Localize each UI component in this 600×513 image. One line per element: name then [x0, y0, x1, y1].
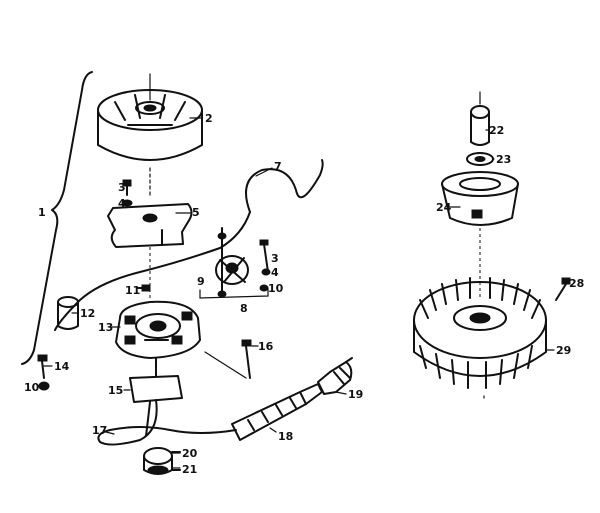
label-14: 14	[54, 360, 70, 373]
part-12-sleeve	[57, 296, 79, 330]
part-18-plug-boot	[231, 383, 323, 441]
part-4-washer-left	[121, 199, 133, 207]
label-28: 28	[569, 277, 584, 290]
label-13: 13	[98, 321, 113, 334]
label-4b: 4	[271, 266, 279, 279]
part-16-bolt	[204, 339, 252, 379]
label-7: 7	[274, 160, 282, 173]
part-4-washer-right	[261, 268, 271, 276]
part-15-coil	[129, 357, 183, 437]
group-1-bracket	[21, 71, 93, 365]
label-3a: 3	[118, 181, 126, 194]
part-7-wire	[54, 159, 324, 331]
part-2-rotor	[97, 73, 203, 197]
label-2: 2	[205, 112, 213, 125]
label-16: 16	[258, 340, 274, 353]
label-18: 18	[278, 430, 293, 443]
group-8-bracket	[199, 287, 269, 299]
part-9-trigger	[215, 227, 249, 298]
label-3b: 3	[271, 252, 279, 265]
part-19-spark-plug	[317, 357, 353, 395]
label-11: 11	[125, 284, 140, 297]
part-labels: 1 2 3 4 5 7 3 4 9 10 11 8 12 13 14 10 16…	[24, 112, 584, 476]
part-5-block	[107, 203, 193, 248]
label-1: 1	[38, 206, 46, 219]
label-5: 5	[192, 206, 200, 219]
part-3-screw-right	[259, 239, 269, 273]
part-10-nut-left	[38, 381, 50, 391]
part-29-flywheel	[413, 277, 547, 399]
label-10b: 10	[24, 381, 40, 394]
part-17-ht-cable	[97, 399, 237, 446]
label-19: 19	[348, 388, 363, 401]
leader-lines	[43, 117, 555, 469]
label-8: 8	[240, 302, 248, 315]
part-10-nut-right	[259, 284, 269, 292]
part-3-screw-left	[122, 179, 132, 196]
label-21: 21	[182, 463, 197, 476]
label-17: 17	[92, 424, 107, 437]
label-20: 20	[182, 447, 198, 460]
part-24-starter-cup	[441, 171, 519, 226]
part-28-screw	[555, 277, 571, 301]
label-15: 15	[108, 384, 123, 397]
label-29: 29	[556, 344, 571, 357]
label-4a: 4	[118, 197, 126, 210]
part-11-pin	[137, 284, 151, 292]
label-10a: 10	[268, 282, 284, 295]
part-22-sleeve	[470, 91, 490, 146]
label-12: 12	[80, 307, 95, 320]
part-23-washer	[466, 152, 494, 166]
label-23: 23	[496, 153, 511, 166]
part-14-screw	[37, 354, 48, 379]
label-22: 22	[489, 124, 504, 137]
part-13-stator	[115, 300, 201, 359]
part-20-21-cap	[143, 447, 181, 475]
label-24: 24	[436, 201, 452, 214]
label-9: 9	[197, 275, 205, 288]
